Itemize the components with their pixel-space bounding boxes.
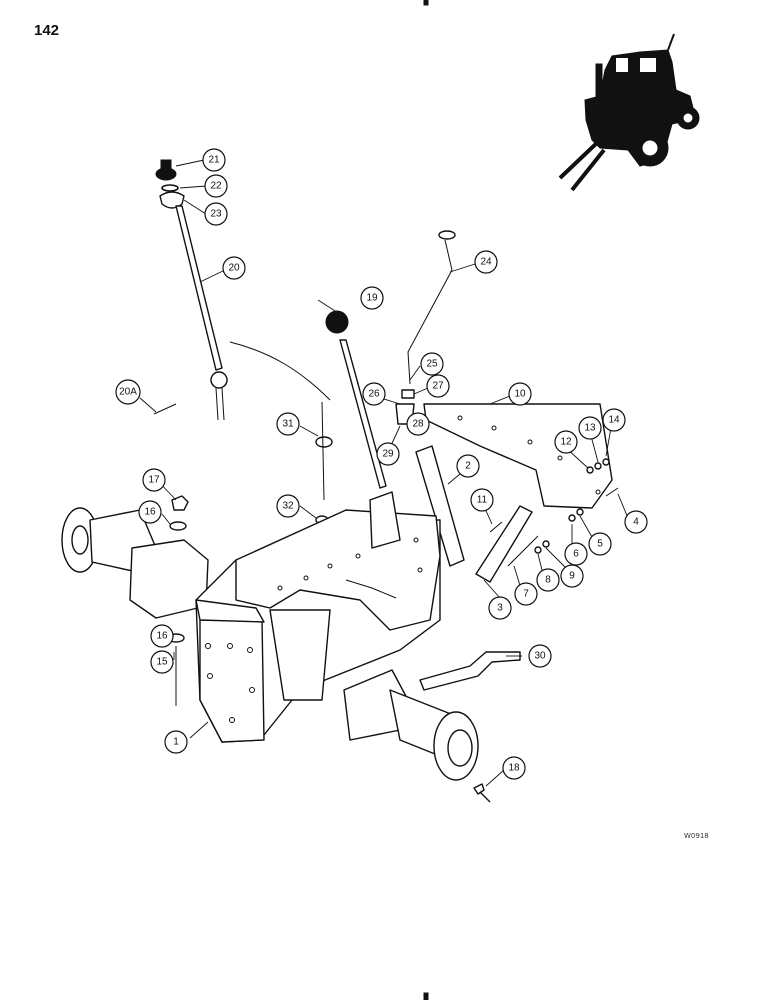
hose [229, 341, 331, 401]
svg-text:25: 25 [426, 359, 438, 370]
svg-text:16: 16 [144, 507, 156, 518]
callout-11: 11 [470, 488, 494, 512]
callout-1: 1 [164, 730, 188, 754]
callout-2: 2 [456, 454, 480, 478]
svg-text:16: 16 [156, 631, 168, 642]
bracket [475, 505, 533, 583]
svg-text:24: 24 [480, 257, 492, 268]
svg-text:29: 29 [382, 449, 394, 460]
callout-16-upper: 16 [138, 500, 162, 524]
svg-text:4: 4 [633, 517, 639, 528]
callout-30: 30 [528, 644, 552, 668]
page-number: 142 [34, 22, 60, 39]
shift-lever [325, 310, 387, 489]
support-bracket [419, 651, 521, 691]
callout-19: 19 [360, 286, 384, 310]
callout-26: 26 [362, 382, 386, 406]
svg-text:5: 5 [597, 539, 603, 550]
svg-text:18: 18 [508, 763, 520, 774]
svg-text:8: 8 [545, 575, 551, 586]
callout-20: 20 [222, 256, 246, 280]
control-lever-rod [395, 230, 456, 425]
callout-23: 23 [204, 202, 228, 226]
svg-text:13: 13 [584, 423, 596, 434]
svg-text:30: 30 [534, 651, 546, 662]
svg-text:15: 15 [156, 657, 168, 668]
callout-31: 31 [276, 412, 300, 436]
svg-text:19: 19 [366, 293, 378, 304]
bolt [473, 783, 491, 803]
callout-16-lower: 16 [150, 624, 174, 648]
svg-text:22: 22 [210, 181, 222, 192]
svg-text:1: 1 [173, 737, 179, 748]
callout-18: 18 [502, 756, 526, 780]
callout-15: 15 [150, 650, 174, 674]
mounting-plate [423, 403, 613, 509]
callout-25: 25 [420, 352, 444, 376]
svg-text:17: 17 [148, 475, 160, 486]
axle-housing [61, 491, 479, 781]
svg-text:28: 28 [412, 419, 424, 430]
svg-text:10: 10 [514, 389, 526, 400]
svg-text:11: 11 [477, 495, 488, 506]
callout-5: 5 [588, 532, 612, 556]
callout-9: 9 [560, 564, 584, 588]
svg-text:21: 21 [208, 155, 220, 166]
callout-6: 6 [564, 542, 588, 566]
callout-27: 27 [426, 374, 450, 398]
callout-7: 7 [514, 582, 538, 606]
svg-text:32: 32 [282, 501, 294, 512]
svg-text:3: 3 [497, 603, 503, 614]
callout-28: 28 [406, 412, 430, 436]
svg-text:9: 9 [569, 571, 575, 582]
callout-12: 12 [554, 430, 578, 454]
callout-10: 10 [508, 382, 532, 406]
svg-text:14: 14 [608, 415, 620, 426]
callout-4: 4 [624, 510, 648, 534]
callout-24: 24 [474, 250, 498, 274]
callout-3: 3 [488, 596, 512, 620]
svg-text:23: 23 [210, 209, 222, 220]
figure-code: W0918 [684, 832, 709, 840]
svg-text:20A: 20A [119, 387, 137, 398]
top-registration-mark [423, 0, 429, 6]
nut-and-washer [167, 495, 189, 706]
svg-text:7: 7 [523, 589, 529, 600]
callout-21: 21 [202, 148, 226, 172]
callout-32: 32 [276, 494, 300, 518]
svg-text:27: 27 [432, 381, 444, 392]
svg-text:26: 26 [368, 389, 380, 400]
callout-20A: 20A [115, 379, 141, 405]
svg-text:31: 31 [282, 419, 294, 430]
bottom-registration-mark [423, 992, 429, 1000]
svg-text:12: 12 [560, 437, 572, 448]
callout-22: 22 [204, 174, 228, 198]
svg-text:6: 6 [573, 549, 579, 560]
forklift-silhouette-icon [558, 33, 700, 192]
callout-8: 8 [536, 568, 560, 592]
svg-text:20: 20 [228, 263, 240, 274]
callout-14: 14 [602, 408, 626, 432]
callout-13: 13 [578, 416, 602, 440]
callout-29: 29 [376, 442, 400, 466]
callout-17: 17 [142, 468, 166, 492]
bolt [507, 535, 539, 567]
svg-text:2: 2 [465, 461, 471, 472]
dipstick-assembly [155, 159, 228, 421]
